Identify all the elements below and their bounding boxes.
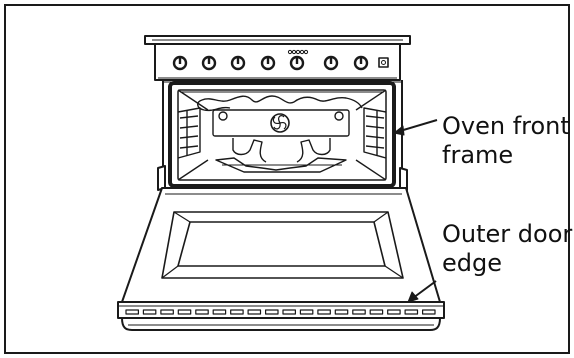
bake-element — [216, 138, 346, 172]
control-panel — [155, 44, 400, 80]
rack-supports-right — [364, 108, 386, 158]
door-hinge-right — [400, 168, 407, 190]
oven-front-frame — [170, 83, 394, 186]
broil-element — [198, 96, 362, 110]
oven-door — [122, 188, 440, 302]
oven-cavity — [178, 90, 386, 180]
door-hinge-left — [158, 166, 165, 190]
arrow-oven-front-frame — [400, 120, 437, 131]
label-outer-door-edge: Outer door edge — [442, 220, 572, 278]
oven-body — [163, 80, 402, 195]
outer-door-edge — [118, 302, 444, 330]
rack-supports-left — [178, 108, 200, 158]
convection-fan-icon — [271, 114, 289, 132]
label-oven-front-frame: Oven front frame — [442, 112, 570, 170]
